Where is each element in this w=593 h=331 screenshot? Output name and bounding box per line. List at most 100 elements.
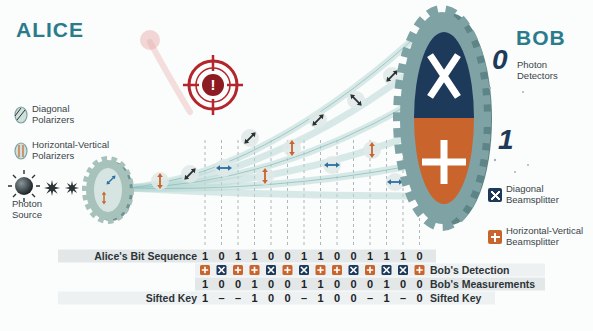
component-label: Diagonal Polarizers: [32, 104, 94, 125]
table-cell: 0: [414, 292, 426, 305]
table-cell: 1: [249, 278, 261, 291]
beam-line: [128, 42, 410, 188]
target-center: [202, 74, 224, 96]
beam: [128, 104, 410, 188]
legend-label: Horizontal-Vertical Beamsplitter: [506, 226, 588, 247]
crosshair: [183, 55, 243, 115]
table-cell: 0: [265, 250, 277, 263]
basis-icon: [349, 265, 359, 275]
table-cell: 0: [265, 278, 277, 291]
polarization-arrow: [324, 162, 340, 168]
photon: [347, 91, 365, 109]
table-cell: 1: [298, 250, 310, 263]
legend-swatch: [488, 188, 502, 202]
table-band: [195, 264, 545, 277]
detector-speckles: [489, 87, 529, 173]
row-label: Sifted Key: [430, 292, 481, 305]
basis-icon: [200, 265, 210, 275]
table-band: [58, 250, 436, 263]
legend-label: Diagonal Beamsplitter: [506, 184, 588, 205]
alert-mark: !: [206, 76, 220, 94]
beam: [128, 188, 410, 196]
polarizer-disc: [15, 143, 27, 159]
table-cell: 0: [331, 250, 343, 263]
table-cell: 0: [348, 292, 360, 305]
photon: [363, 141, 381, 159]
alice-wheel: [86, 160, 133, 221]
speckle: [489, 87, 491, 89]
table-cell: 1: [199, 292, 211, 305]
polarization-arrow: [310, 112, 325, 127]
basis-icon: [233, 265, 243, 275]
photon: [309, 111, 327, 129]
basis-icon: [398, 265, 408, 275]
photon-beams: [128, 42, 410, 196]
polarizer-icon: [15, 143, 27, 159]
table-cell: 1: [199, 250, 211, 263]
table-cell: –: [232, 292, 244, 305]
table-cell: 1: [381, 250, 393, 263]
table-cell: 0: [348, 250, 360, 263]
table-cell: 0: [414, 250, 426, 263]
wheel-face: [94, 168, 122, 212]
component-label: Photon Source: [4, 199, 50, 220]
table-cell: 1: [232, 250, 244, 263]
rectilinear-half: [414, 118, 474, 204]
source-rays: [8, 170, 40, 202]
basis-icon: [217, 265, 227, 275]
table-cell: 0: [331, 278, 343, 291]
polarization-arrow: [242, 130, 257, 145]
source-sphere: [15, 177, 33, 195]
diagonal-half: [414, 32, 474, 118]
photon: [215, 159, 233, 177]
photon: [283, 139, 301, 157]
detector-digit: 1: [498, 124, 522, 156]
table-cell: 0: [282, 278, 294, 291]
speckle: [527, 164, 529, 166]
photon: [181, 165, 199, 183]
speckle: [494, 159, 496, 161]
bob-wheel: [400, 12, 492, 225]
party-name: ALICE: [16, 18, 84, 42]
photon: [151, 172, 169, 190]
speckle: [514, 171, 516, 173]
x-symbol: [432, 58, 456, 94]
polarization-arrow: [387, 179, 403, 185]
photon: [323, 156, 341, 174]
table-cell: 1: [249, 292, 261, 305]
basis-icon: [382, 265, 392, 275]
table-cell: –: [216, 292, 228, 305]
table-cell: 1: [199, 278, 211, 291]
table-band: [195, 278, 545, 291]
table-cell: 1: [249, 250, 261, 263]
polarization-arrow: [262, 168, 268, 184]
table-cell: 1: [315, 278, 327, 291]
eve-beam: [150, 42, 190, 112]
table-cell: 0: [265, 292, 277, 305]
table-cell: 0: [348, 278, 360, 291]
polarization-arrow: [157, 173, 163, 189]
basis-icon: [283, 265, 293, 275]
table-cell: –: [397, 292, 409, 305]
polarization-arrow: [369, 142, 375, 158]
polarization-arrow: [348, 92, 363, 107]
party-name: BOB: [516, 26, 566, 50]
target-ring: [196, 68, 230, 102]
table-cell: –: [364, 292, 376, 305]
row-label: Bob's Detection: [430, 264, 510, 277]
component-label: Horizontal-Vertical Polarizers: [32, 140, 116, 161]
basis-icon: [266, 265, 276, 275]
basis-icon: [415, 265, 425, 275]
table-cell: 1: [364, 250, 376, 263]
table-cell: 1: [381, 292, 393, 305]
table-cell: 0: [216, 250, 228, 263]
photon: [256, 167, 274, 185]
table-cell: 0: [397, 278, 409, 291]
row-label: Alice's Bit Sequence: [58, 250, 197, 263]
beam-line: [128, 104, 410, 188]
wheel-gear: [86, 160, 130, 220]
legend-swatch: [488, 230, 502, 244]
table-cell: 1: [397, 250, 409, 263]
